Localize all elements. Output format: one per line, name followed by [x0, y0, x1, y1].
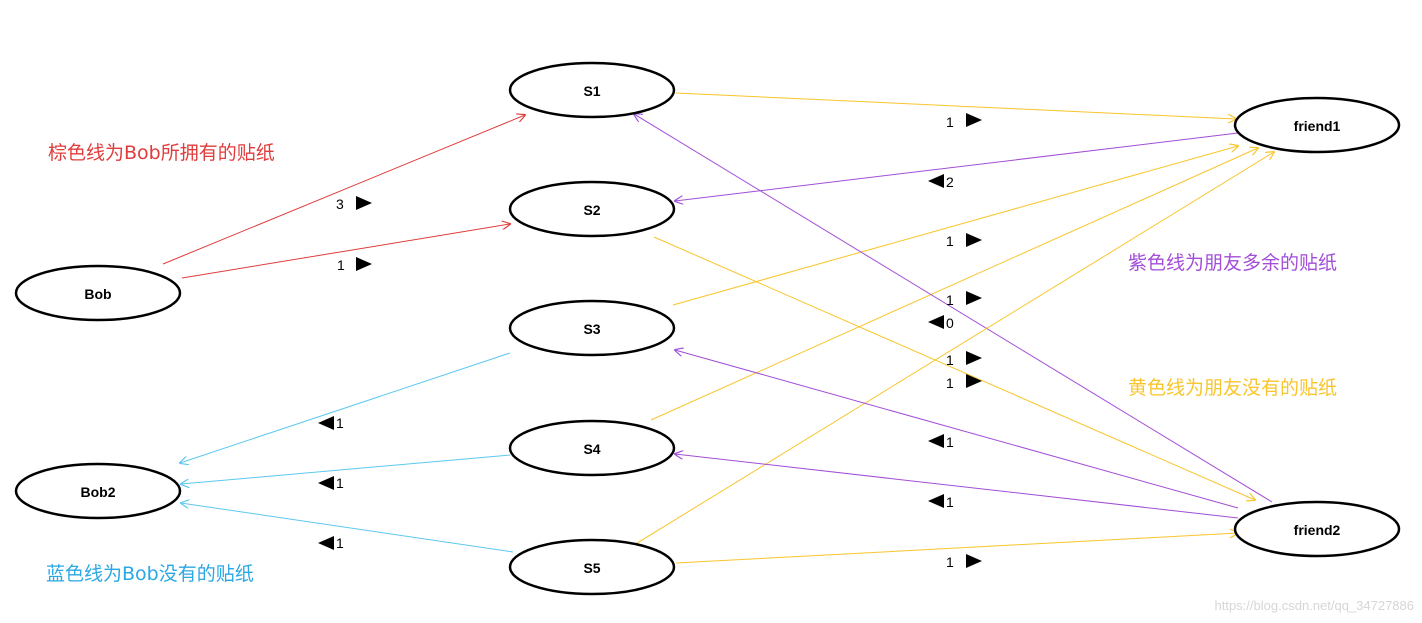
edge-label-s5-bob2: 1: [318, 535, 344, 551]
node-layer: Bob Bob2 S1 S2 S3 S4: [14, 61, 1401, 596]
node-label: S5: [583, 560, 600, 576]
node-label: S3: [583, 321, 600, 337]
legend-purple: 紫色线为朋友多余的贴纸: [1128, 252, 1338, 274]
edge-label-bob-s1: 3: [336, 196, 372, 212]
edge-label-s2-friend2: 1: [946, 374, 982, 391]
edge-bob-s1: [162, 115, 525, 265]
arrow-right-icon: [966, 233, 982, 247]
edge-label-friend2-s4: 1: [928, 494, 954, 510]
arrow-right-icon: [966, 113, 982, 127]
edge-label-s4-bob2: 1: [318, 475, 344, 491]
node-label: S2: [583, 202, 600, 218]
svg-text:1: 1: [946, 434, 954, 450]
svg-text:1: 1: [336, 415, 344, 431]
svg-text:1: 1: [337, 257, 345, 273]
arrow-right-icon: [356, 257, 372, 271]
arrow-left-icon: [318, 476, 334, 490]
edge-s3-bob2: [180, 352, 511, 463]
svg-text:1: 1: [946, 375, 954, 391]
node-friend2: friend2: [1233, 500, 1401, 558]
edge-label-bob-s2: 1: [337, 257, 372, 273]
legend-yellow: 黄色线为朋友没有的贴纸: [1128, 377, 1338, 399]
svg-text:1: 1: [946, 494, 954, 510]
legend-blue: 蓝色线为Bob没有的贴纸: [46, 563, 254, 585]
node-label: Bob: [84, 286, 111, 302]
edge-friend1-s2: [675, 132, 1239, 201]
arrow-left-icon: [928, 494, 944, 508]
node-s1: S1: [508, 61, 676, 119]
arrow-left-icon: [928, 174, 944, 188]
svg-text:1: 1: [946, 114, 954, 130]
edge-label-friend2-s3: 1: [928, 434, 954, 450]
edge-label-s1-friend1: 1: [946, 113, 982, 130]
arrow-right-icon: [966, 351, 982, 365]
arrow-left-icon: [928, 434, 944, 448]
arrow-left-icon: [318, 536, 334, 550]
edge-s4-bob2: [181, 454, 511, 484]
arrow-right-icon: [966, 374, 982, 388]
node-s4: S4: [508, 419, 676, 477]
node-s5: S5: [508, 538, 676, 596]
svg-text:0: 0: [946, 315, 954, 331]
edge-s4-friend1: [650, 148, 1258, 421]
watermark: https://blog.csdn.net/qq_34727886: [1214, 598, 1415, 613]
edge-s5-bob2: [181, 503, 514, 553]
edge-layer: [162, 92, 1274, 564]
edge-s5-friend1: [633, 152, 1274, 546]
edge-s5-friend2: [675, 533, 1238, 564]
edge-label-s4-friend1: 1: [946, 291, 982, 308]
edge-label-s3-bob2: 1: [318, 415, 344, 431]
svg-text:1: 1: [336, 535, 344, 551]
svg-text:3: 3: [336, 196, 344, 212]
arrow-left-icon: [318, 416, 334, 430]
node-label: Bob2: [81, 484, 116, 500]
edge-bob-s2: [181, 224, 510, 279]
edge-label-s3-friend1: 1: [946, 233, 982, 249]
node-label: friend1: [1294, 118, 1341, 134]
svg-text:1: 1: [946, 233, 954, 249]
arrow-right-icon: [966, 291, 982, 305]
edge-s3-friend1: [672, 146, 1238, 306]
arrow-left-icon: [928, 315, 944, 329]
node-friend1: friend1: [1233, 96, 1401, 154]
svg-text:1: 1: [946, 554, 954, 570]
edge-label-friend1-s2: 2: [928, 174, 954, 190]
edge-friend2-s4: [675, 454, 1239, 519]
node-label: friend2: [1294, 522, 1341, 538]
node-bob: Bob: [14, 264, 182, 322]
svg-text:1: 1: [336, 475, 344, 491]
node-s3: S3: [508, 299, 676, 357]
svg-text:1: 1: [946, 292, 954, 308]
edge-label-friend2-s1: 0: [928, 315, 954, 331]
node-bob2: Bob2: [14, 462, 182, 520]
svg-text:2: 2: [946, 174, 954, 190]
svg-text:1: 1: [946, 352, 954, 368]
edge-s2-friend2: [653, 236, 1255, 500]
node-s2: S2: [508, 180, 676, 238]
arrow-right-icon: [966, 554, 982, 568]
node-label: S1: [583, 83, 600, 99]
legend-brown: 棕色线为Bob所拥有的贴纸: [48, 142, 275, 164]
edge-friend2-s3: [675, 350, 1239, 509]
edge-s1-friend1: [675, 92, 1236, 119]
edge-label-s5-friend2: 1: [946, 554, 982, 570]
edge-label-layer: 3 1 1 1 1 1: [318, 113, 982, 570]
node-label: S4: [583, 441, 600, 457]
arrow-right-icon: [356, 196, 372, 210]
edge-label-s5-friend1: 1: [946, 351, 982, 368]
edge-friend2-s1: [634, 114, 1273, 503]
